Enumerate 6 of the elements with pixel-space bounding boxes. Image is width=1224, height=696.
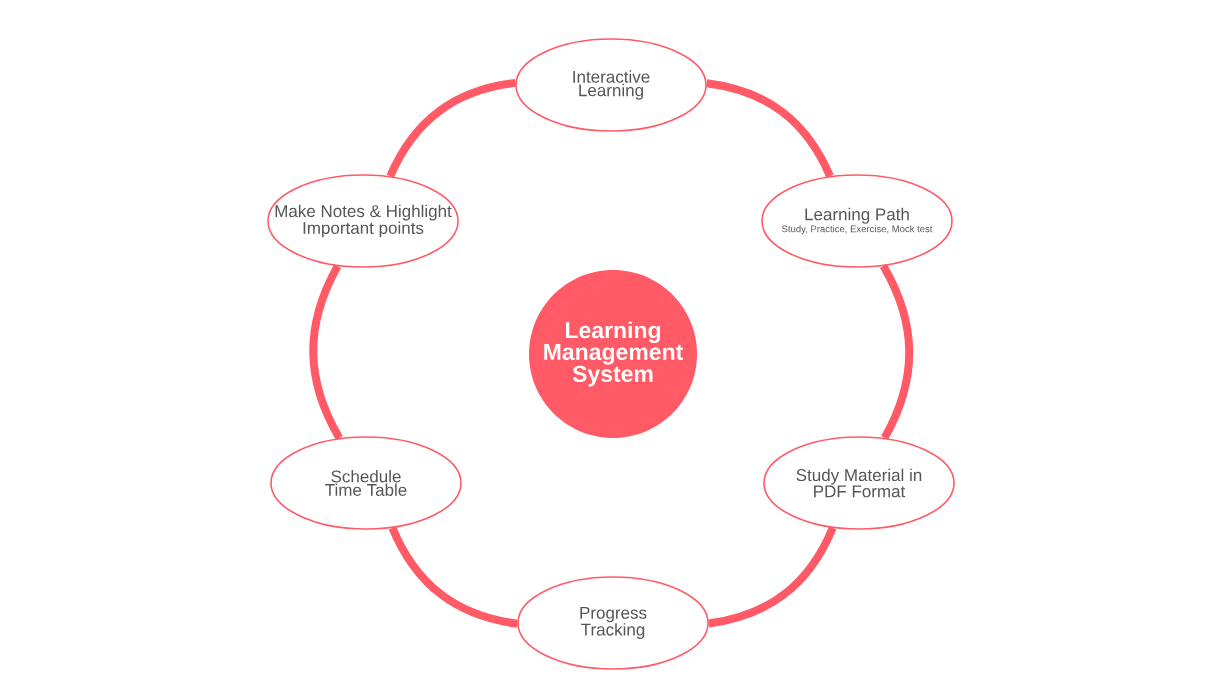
ring-segment xyxy=(309,264,343,440)
ring-segment xyxy=(708,526,837,628)
ring-segment xyxy=(388,526,518,628)
ring-segment xyxy=(879,264,914,440)
ring-segment xyxy=(386,78,516,178)
ring-segment xyxy=(706,79,834,178)
